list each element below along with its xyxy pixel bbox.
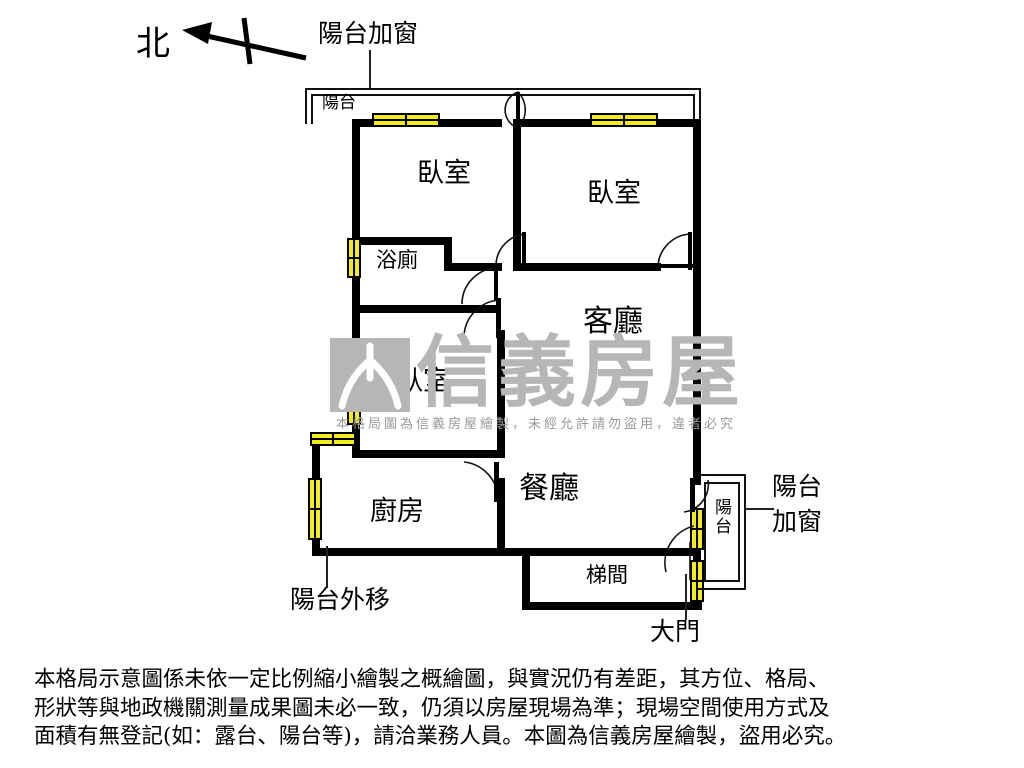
- compass-north-label: 北: [136, 24, 170, 64]
- door-bathroom: [456, 262, 502, 308]
- outer-boundary-top: [305, 88, 701, 90]
- callout-right-balcony-window-line1: 陽台: [772, 472, 823, 501]
- door-bedroom-ne: [652, 228, 698, 272]
- door-main-entrance: [650, 520, 702, 580]
- wall-bedroom-sw-bottom: [352, 450, 505, 458]
- callout-right-balcony-window-line2: 加窗: [772, 507, 823, 536]
- window-kitchen-west: [308, 478, 322, 540]
- door-balcony-top-double: [484, 90, 527, 130]
- wall-stairwell-bottom: [522, 602, 702, 610]
- callout-main-door: 大門: [650, 617, 701, 646]
- outer-boundary-right-top: [699, 88, 701, 120]
- room-label-bathroom: 浴廁: [376, 248, 418, 272]
- window-bathroom-west: [347, 238, 361, 278]
- door-balcony-small: [676, 478, 718, 518]
- wall-between-bedrooms: [513, 119, 521, 271]
- room-label-bedroom-sw: 臥室: [396, 366, 450, 397]
- leader-line-balcony-moved: [326, 546, 328, 588]
- room-label-stairwell: 梯間: [586, 563, 628, 587]
- room-label-balcony-top: 陽台: [322, 93, 356, 113]
- wall-outer-right: [693, 119, 701, 485]
- wall-bathroom-bottom-right: [444, 263, 502, 271]
- balcony-inner-line-right: [693, 94, 695, 120]
- balcony-small-outline-bottom2: [698, 588, 746, 590]
- window-balcony-small-lower: [690, 560, 704, 602]
- window-balcony-small-upper: [690, 508, 704, 550]
- room-label-bedroom-ne: 臥室: [587, 178, 641, 209]
- room-label-kitchen: 廚房: [370, 496, 424, 527]
- wall-kitchen-bottom: [312, 548, 530, 556]
- wall-dining-bottom: [530, 548, 701, 556]
- disclaimer-line-3: 面積有無登記(如：露台、陽台等)，請洽業務人員。本圖為信義房屋繪製，盜用必究。: [34, 724, 847, 750]
- balcony-small-outline-bottom: [704, 580, 740, 582]
- wall-stairwell-left: [522, 548, 530, 610]
- wall-bedroom-ne-bottom: [513, 263, 661, 271]
- compass-arrow-icon: [178, 16, 308, 66]
- disclaimer-line-2: 形狀等與地政機關測量成果圖未必一致，仍須以房屋現場為準；現場空間使用方式及: [34, 695, 830, 721]
- balcony-inner-line-left: [311, 94, 313, 124]
- leader-line-top-balcony: [369, 50, 371, 90]
- wall-bathroom-right-upper: [444, 237, 452, 271]
- door-bedroom-ne-hall: [490, 228, 532, 272]
- wall-kitchen-dining-divider: [497, 478, 505, 556]
- balcony-small-outline-outer: [738, 482, 740, 582]
- wall-bathroom-top: [352, 237, 452, 245]
- window-bedroom-nw-north: [372, 113, 440, 127]
- door-kitchen: [456, 456, 504, 504]
- disclaimer-block: 本格局示意圖係未依一定比例縮小繪製之概繪圖，與實況仍有差距，其方位、格局、 形狀…: [34, 666, 994, 752]
- leader-line-right-balcony: [746, 508, 774, 510]
- callout-top-balcony-window: 陽台加窗: [318, 19, 419, 48]
- balcony-small-outline-top: [704, 482, 740, 484]
- window-bedroom-ne-north: [590, 113, 658, 127]
- wall-hallway-bottom: [352, 305, 498, 313]
- disclaimer-line-1: 本格局示意圖係未依一定比例縮小繪製之概繪圖，與實況仍有差距，其方位、格局、: [34, 667, 830, 692]
- outer-boundary-left-top: [305, 88, 307, 124]
- room-label-dining-room: 餐廳: [519, 471, 579, 506]
- room-label-bedroom-nw: 臥室: [417, 158, 471, 189]
- balcony-small-outline-right: [704, 482, 706, 582]
- room-label-balcony-small: 陽台: [711, 498, 731, 536]
- leader-line-main-door: [685, 574, 687, 620]
- watermark-note: 本格局圖為信義房屋繪製，未經允許請勿盜用，違者必究: [336, 417, 737, 432]
- wall-bedroom-nw-left: [352, 119, 360, 237]
- room-label-living-room: 客廳: [583, 304, 643, 339]
- balcony-small-outline-top2: [698, 474, 746, 476]
- callout-balcony-moved-out: 陽台外移: [290, 585, 391, 614]
- balcony-small-outline-outer2: [744, 474, 746, 590]
- wall-bedroom-sw-right: [497, 330, 505, 458]
- window-kitchen-jog-north: [310, 432, 356, 446]
- door-bedroom-sw: [458, 296, 506, 342]
- balcony-inner-line-top: [311, 94, 695, 96]
